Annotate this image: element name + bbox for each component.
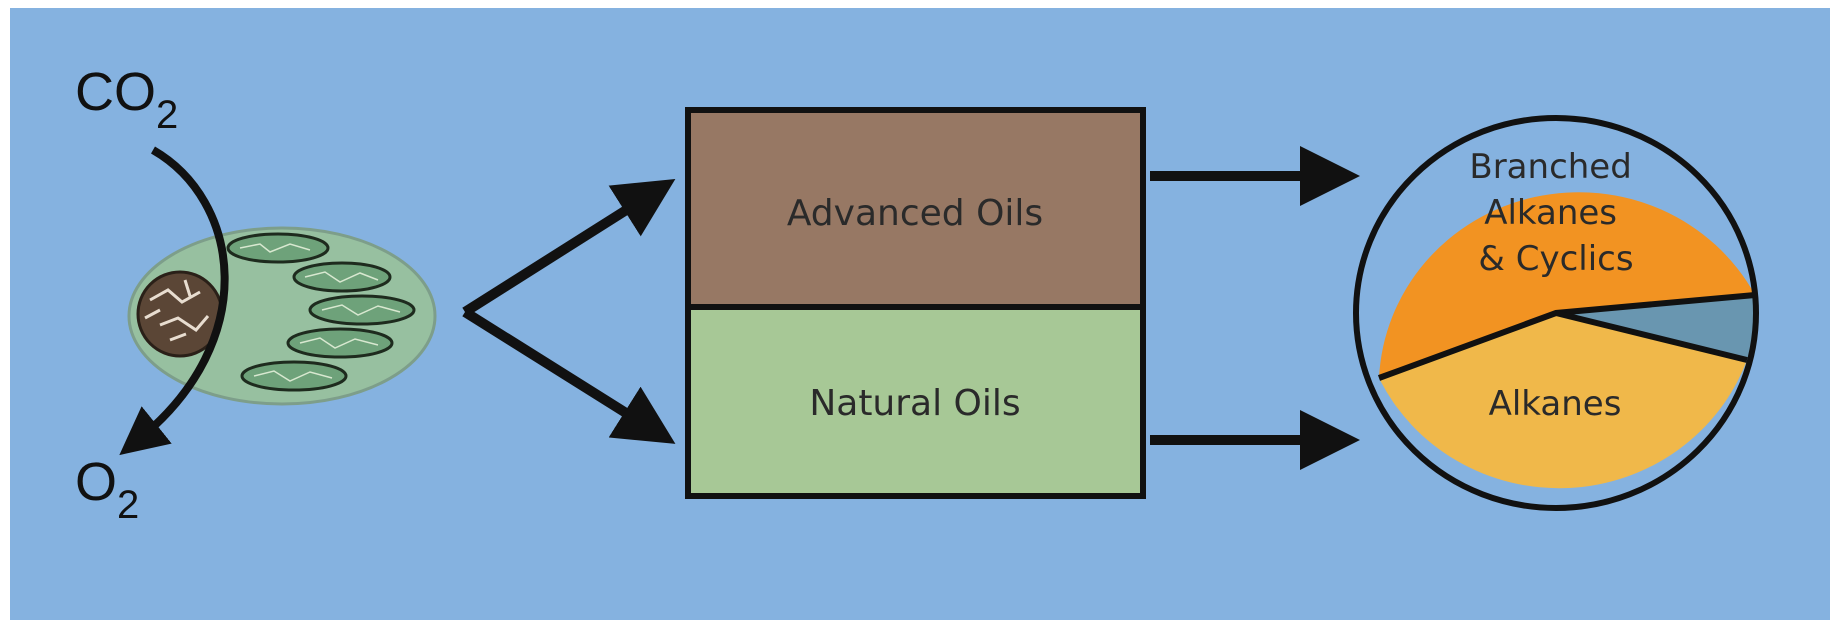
chloroplast-icon [240, 360, 348, 392]
chloroplast-icon [308, 294, 416, 326]
o2-label-base: O [75, 452, 117, 512]
pie-slice-branched-alkanes-cyclics [1379, 192, 1755, 378]
composition-pie: Branched Alkanes & Cyclics Alkanes [1353, 115, 1759, 511]
chloroplast-thylakoids [239, 243, 401, 382]
arrow-to-natural-oils [462, 307, 676, 444]
pie-label-line-1: Branched [1469, 147, 1631, 187]
arrow-to-advanced-oils [462, 178, 676, 317]
pie-label-line-3: & Cyclics [1478, 239, 1633, 279]
chloroplast-icon [292, 261, 392, 293]
natural-oils-fill [685, 304, 1146, 499]
gas-exchange-arrow [119, 146, 229, 456]
chloroplast-icon [286, 327, 394, 359]
pie-label-line-2: Alkanes [1484, 193, 1617, 233]
advanced-oils-label: Advanced Oils [787, 193, 1043, 234]
o2-label: O2 [75, 452, 139, 527]
algae-cell-icon [127, 226, 437, 406]
advanced-oils-box: Advanced Oils [685, 107, 1146, 310]
co2-label: CO2 [75, 62, 178, 137]
pie-slice-dividers [1377, 292, 1756, 381]
nucleus-icon [136, 270, 224, 358]
natural-oils-box: Natural Oils [685, 304, 1146, 499]
pie-label-branched-alkanes-cyclics: Branched Alkanes & Cyclics [1469, 147, 1642, 279]
o2-label-sub: 2 [117, 483, 139, 527]
co2-label-sub: 2 [156, 93, 178, 137]
chloroplasts [226, 232, 416, 392]
pie-label-alkanes: Alkanes [1489, 384, 1622, 424]
co2-label-base: CO [75, 62, 156, 122]
pie-outline [1353, 115, 1759, 511]
advanced-oils-fill [685, 107, 1146, 310]
pie-slice-alkanes [1379, 313, 1747, 489]
natural-oils-label: Natural Oils [809, 383, 1020, 424]
